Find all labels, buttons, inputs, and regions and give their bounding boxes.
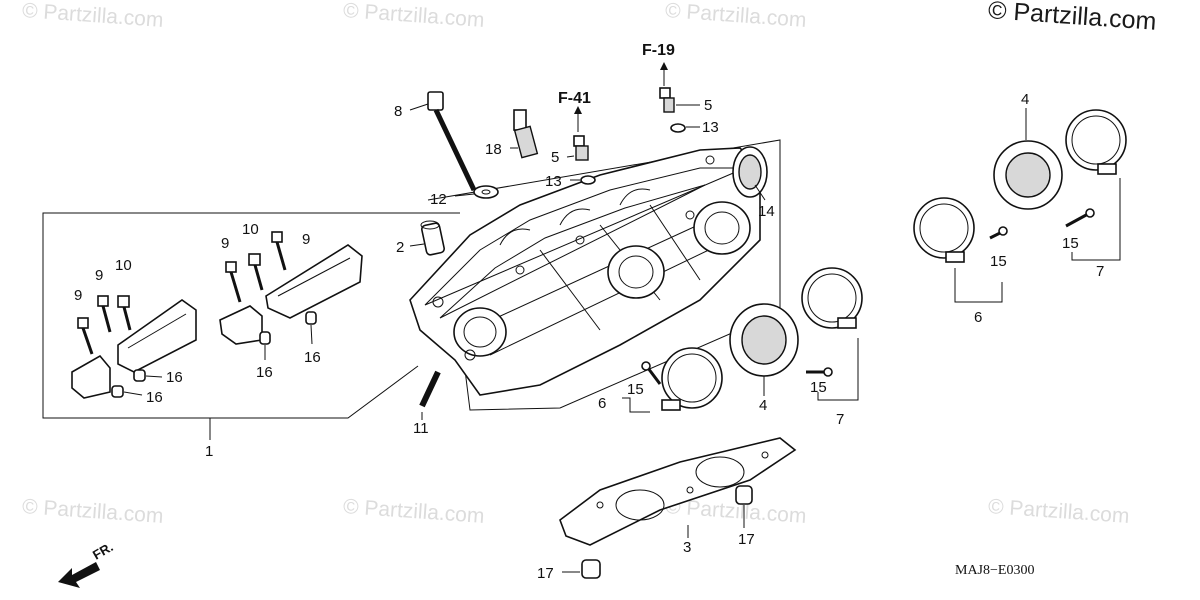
callout-14: 14 [758,203,775,220]
ref-f19: F-19 [642,42,675,59]
callout-12: 12 [430,191,447,208]
callout-5: 5 [704,97,712,114]
callout-15: 15 [810,379,827,396]
clamp-6-front [661,347,723,411]
bolt-9-a [77,317,94,355]
dowel-17-a [735,485,753,528]
plug-14 [732,146,768,201]
bracket-6-front [622,397,650,413]
callout-8: 8 [394,103,402,120]
callout-9: 9 [74,287,82,304]
bolt-10-a [117,295,132,331]
callout-18: 18 [485,141,502,158]
callout-10: 10 [242,221,259,238]
front-arrow-icon: FR. [58,539,116,588]
rocker-holder-right [219,244,363,345]
washer-13-left [570,175,596,185]
insulator-4-front [729,303,799,396]
clamp-6-rear [913,197,975,263]
callout-11: 11 [413,420,429,437]
bolt-5-right [659,62,700,113]
callout-9: 9 [302,231,310,248]
stud-11 [419,370,441,420]
screw-15-a [641,361,662,385]
bolt-5-left [566,106,589,161]
callout-4: 4 [759,397,767,414]
washer-13-right [670,123,700,133]
callout-6: 6 [598,395,606,412]
callout-9: 9 [221,235,229,252]
head-gasket-3 [559,437,797,546]
callout-13: 13 [702,119,719,136]
callout-15: 15 [627,381,644,398]
bolt-9-c [225,261,242,303]
dowel-16-b [111,385,143,398]
clamp-7-front [801,267,863,329]
bracket-7-front [817,338,859,401]
group-frame-1 [42,212,460,419]
diagram-code: MAJ8−E0300 [955,563,1035,578]
callout-7: 7 [836,411,844,428]
bolt-10-b [248,253,264,291]
bolt-9-d [271,231,287,271]
clamp-7-rear [1065,109,1127,175]
screw-15-d [1065,208,1095,228]
callout-2: 2 [396,239,404,256]
dowel-16-c [259,331,271,360]
callout-10: 10 [115,257,132,274]
washer-12 [454,185,499,199]
rocker-holder-left [71,299,197,399]
dowel-pin-2 [409,220,445,256]
bracket-7-rear [1071,178,1121,261]
callout-17: 17 [537,565,554,582]
callout-16: 16 [166,369,183,386]
callout-5: 5 [551,149,559,166]
bolt-9-b [97,295,112,333]
bracket-6-rear [954,268,1003,303]
dowel-16-d [305,311,317,345]
front-label: FR. [90,539,116,562]
callout-17: 17 [738,531,755,548]
callout-13: 13 [545,173,562,190]
callout-7: 7 [1096,263,1104,280]
screw-15-c [989,226,1008,240]
dowel-16-a [133,369,163,382]
callout-1: 1 [205,443,213,460]
callout-4: 4 [1021,91,1029,108]
screw-15-b [806,367,833,377]
callout-3: 3 [683,539,691,556]
cylinder-head [409,147,761,396]
callout-15: 15 [1062,235,1079,252]
bolt-8 [409,91,477,192]
dowel-17-b [562,559,601,579]
sensor-18 [510,109,539,159]
callout-16: 16 [146,389,163,406]
callout-15: 15 [990,253,1007,270]
insulator-4-rear [993,108,1063,210]
callout-16: 16 [304,349,321,366]
ref-f41: F-41 [558,90,591,107]
callout-6: 6 [974,309,982,326]
callout-9: 9 [95,267,103,284]
callout-16: 16 [256,364,273,381]
